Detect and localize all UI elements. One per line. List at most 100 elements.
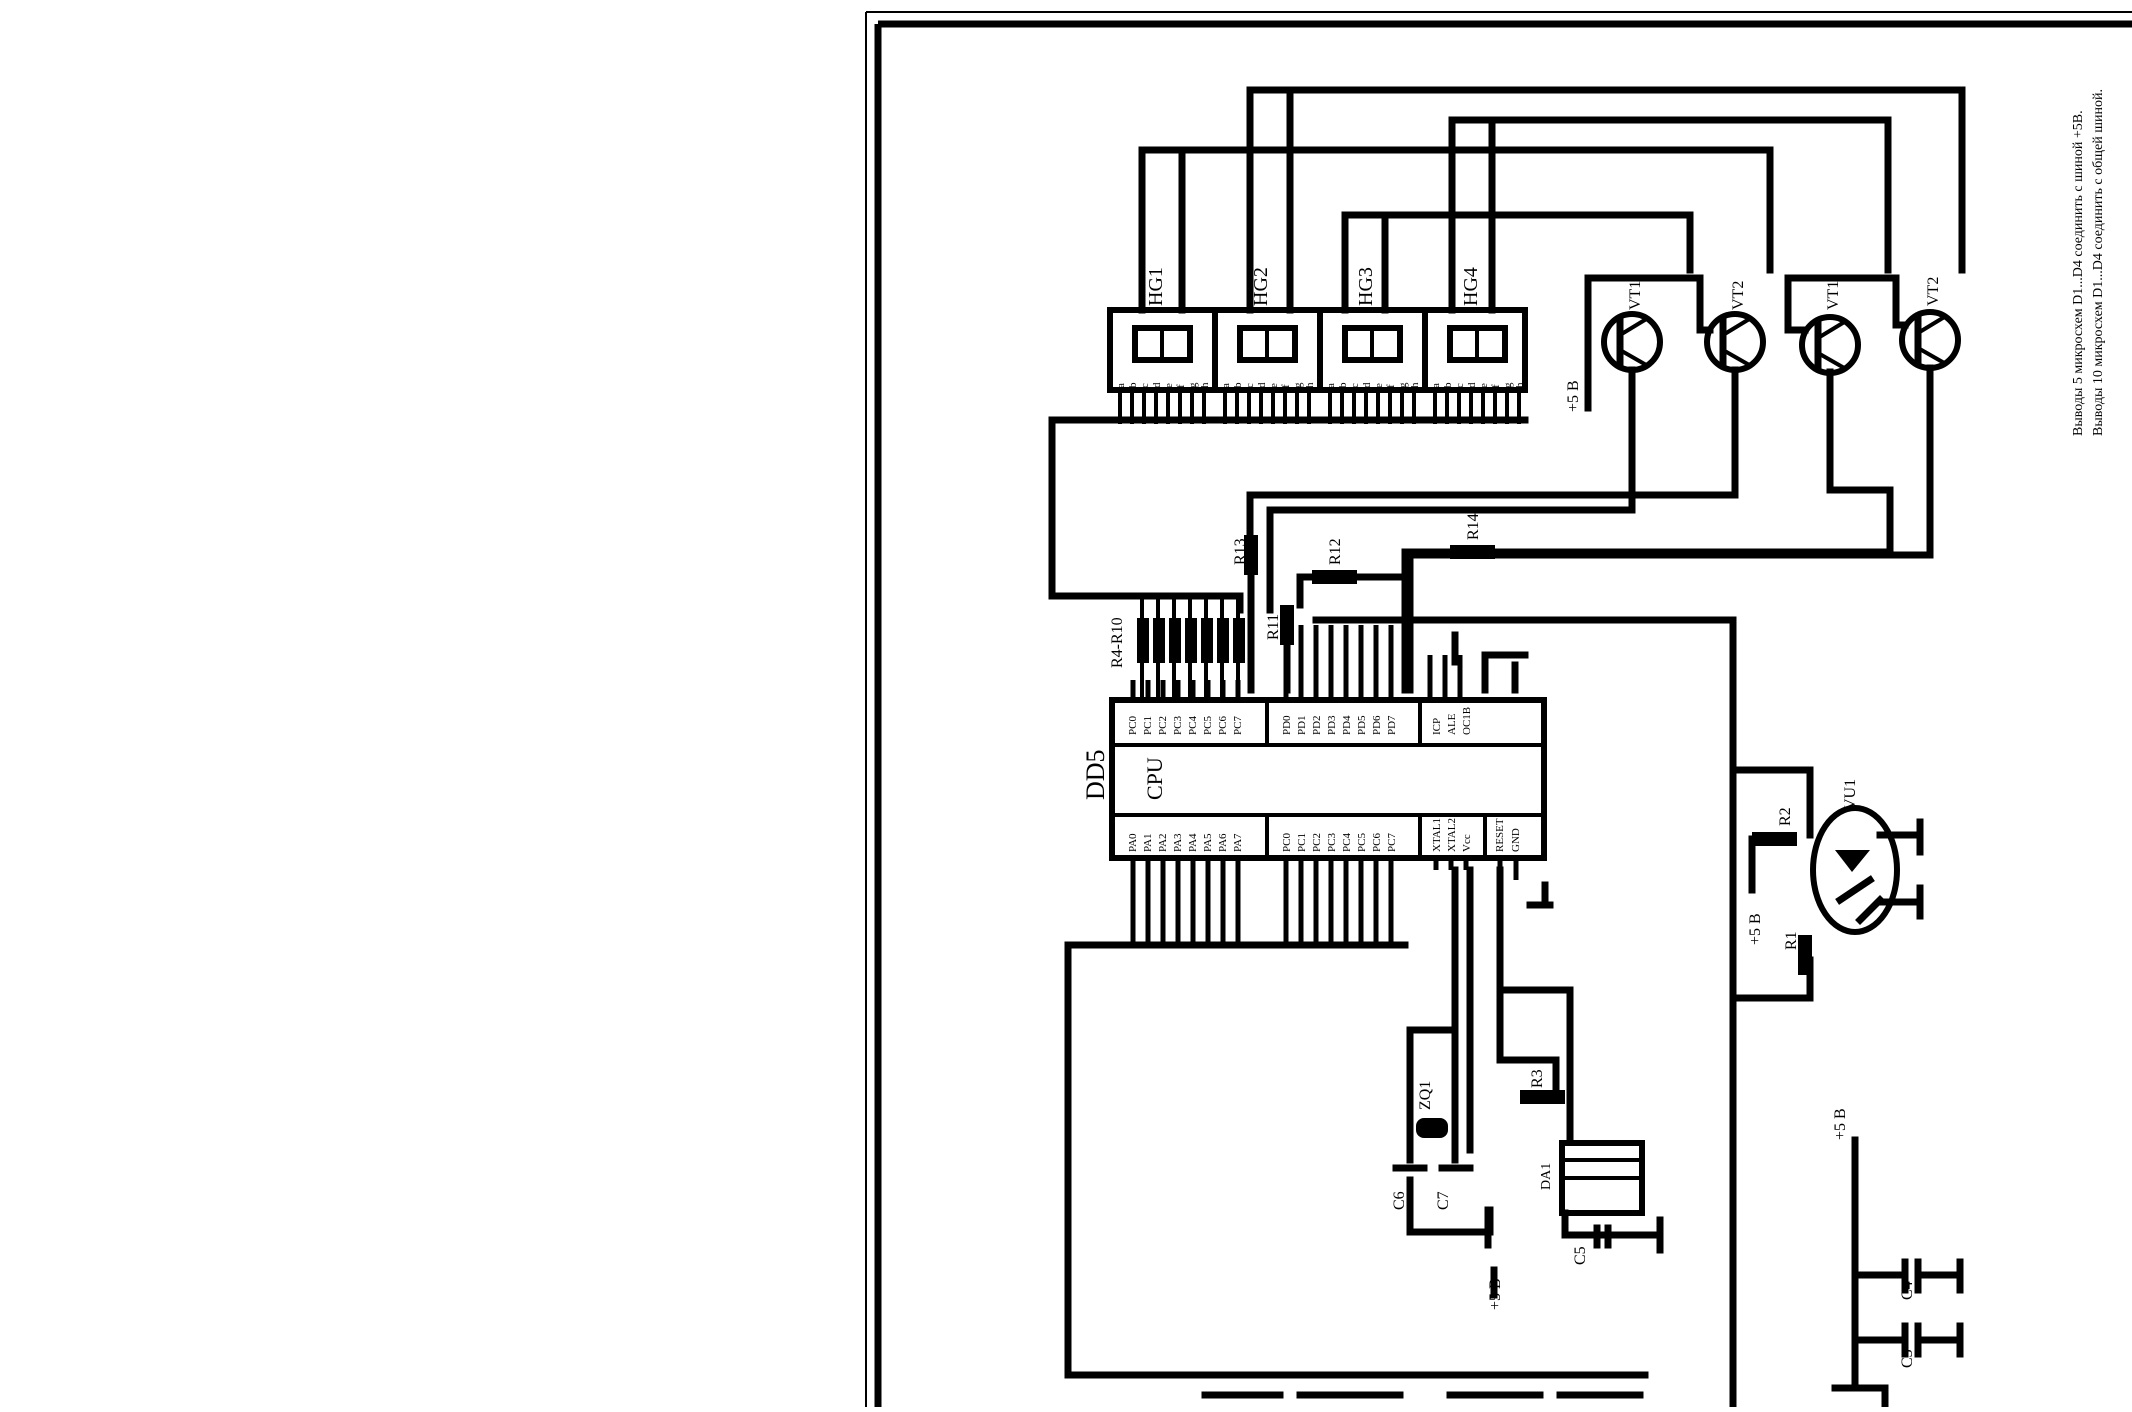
cpu-pin-label: PA4 xyxy=(1187,833,1199,852)
segment-letter: h xyxy=(1514,382,1526,388)
cpu-pin-label: PD3 xyxy=(1326,715,1338,735)
resistor-r11-label: R11 xyxy=(1265,614,1282,640)
resistor-r14 xyxy=(1450,545,1495,559)
segment-letter: e xyxy=(1268,383,1280,388)
segment-letter: d xyxy=(1256,382,1268,388)
resistor-array-element xyxy=(1169,618,1181,663)
cpu-pin-label: PA3 xyxy=(1172,833,1184,852)
segment-letter: c xyxy=(1139,383,1151,388)
segment-letter: a xyxy=(1325,383,1337,388)
cpu-pin-label: PC2 xyxy=(1157,716,1169,735)
cpu-pin-label: PD4 xyxy=(1341,715,1353,735)
cpu-pin-label: OC1B xyxy=(1461,707,1473,735)
crystal-section: ZQ1 C6 C7 +5 В xyxy=(1391,866,1560,1310)
power-caps-section: +5 В C4 C3 xyxy=(1831,1108,1964,1411)
resistor-r3-label: R3 xyxy=(1529,1069,1546,1088)
optocoupler-section: VU1 R2 R1 +5 В xyxy=(1731,766,1924,1002)
segment-letter: a xyxy=(1220,383,1232,388)
cpu-pin-label: Vcc xyxy=(1461,834,1473,852)
segment-letter: g xyxy=(1187,382,1199,388)
plus5v-opto-label: +5 В xyxy=(1747,913,1764,945)
cpu-pin-label: PA7 xyxy=(1232,833,1244,852)
segment-letter: f xyxy=(1385,384,1397,388)
resistor-array-element xyxy=(1217,618,1229,663)
cpu-pin-label: PD5 xyxy=(1356,715,1368,735)
resistor-r2 xyxy=(1752,832,1797,846)
segment-letter: a xyxy=(1430,383,1442,388)
cpu-pin-label: PC0 xyxy=(1127,716,1139,735)
transistor-label: VT2 xyxy=(1925,277,1942,306)
plus5v-power-label: +5 В xyxy=(1832,1108,1849,1140)
cpu-pin-label: XTAL1 xyxy=(1431,818,1443,852)
optocoupler-label: VU1 xyxy=(1842,779,1859,810)
cpu-pin-label: PD0 xyxy=(1281,715,1293,735)
resistor-r13-label: R13 xyxy=(1232,538,1249,565)
transistor-label: VT1 xyxy=(1825,281,1842,310)
cpu-pin-label: PC5 xyxy=(1356,833,1368,852)
cpu-pin-label: PC5 xyxy=(1202,716,1214,735)
segment-letter: f xyxy=(1175,384,1187,388)
notes: Выводы 5 микросхем D1...D4 соединить с ш… xyxy=(2071,89,2106,436)
display-label: HG4 xyxy=(1460,267,1482,306)
transistors: VT1 VT2 VT1 VT2 xyxy=(1246,274,1961,614)
segment-letter: b xyxy=(1232,382,1244,388)
cpu-pin-label: PC1 xyxy=(1142,716,1154,735)
cpu-pin-label: RESET xyxy=(1494,818,1506,852)
segment-letter: e xyxy=(1163,383,1175,388)
chip-da1-label: DA1 xyxy=(1539,1163,1554,1190)
cpu-pin-label: PC4 xyxy=(1341,833,1353,852)
cpu-pin-label: PD2 xyxy=(1311,715,1323,735)
resistor-array-element xyxy=(1137,618,1149,663)
drawing-frame xyxy=(865,11,2132,1407)
cpu-pin-label: PD7 xyxy=(1386,715,1398,735)
cpu-pin-label: PC7 xyxy=(1232,716,1244,735)
resistor-r2-label: R2 xyxy=(1777,807,1794,826)
cpu-pin-label: PA2 xyxy=(1157,833,1169,852)
cpu-pin-label: GND xyxy=(1510,828,1522,852)
cpu-pin-label: PA1 xyxy=(1142,833,1154,852)
resistor-r3 xyxy=(1520,1090,1565,1104)
segment-letter: b xyxy=(1337,382,1349,388)
resistor-r1-label: R1 xyxy=(1783,931,1800,950)
segment-letter: d xyxy=(1466,382,1478,388)
cpu-ref-label: DD5 xyxy=(1081,749,1110,800)
cpu-pin-label: PC4 xyxy=(1187,716,1199,735)
cpu-pin-label: ICP xyxy=(1431,718,1443,735)
transistor-label: VT1 xyxy=(1627,281,1644,310)
segment-letter: b xyxy=(1442,382,1454,388)
crystal-zq1 xyxy=(1416,1118,1448,1138)
cpu-pin-label: PC1 xyxy=(1296,833,1308,852)
resistor-r12 xyxy=(1312,570,1357,584)
cpu-pin-label: PA0 xyxy=(1127,833,1139,852)
cpu-pin-label: PC6 xyxy=(1217,716,1229,735)
cpu-pin-label: PC7 xyxy=(1386,833,1398,852)
capacitor-c3-label: C3 xyxy=(1899,1349,1916,1368)
display-hg3: HG3 xyxy=(1317,267,1428,393)
cpu-pin-label: PC3 xyxy=(1172,716,1184,735)
cpu-pin-label: XTAL2 xyxy=(1446,818,1458,852)
note-1: Выводы 5 микросхем D1...D4 соединить с ш… xyxy=(2071,110,2086,436)
segment-letter: g xyxy=(1397,382,1409,388)
display-hg4: HG4 xyxy=(1422,267,1528,393)
resistor-array-element xyxy=(1233,618,1245,663)
transistor-vt2-a: VT2 xyxy=(1704,281,1766,373)
resistor-array-element xyxy=(1153,618,1165,663)
segment-letter: g xyxy=(1292,382,1304,388)
segment-letter: e xyxy=(1478,383,1490,388)
display-hg1: HG1 xyxy=(1107,267,1218,393)
reset-section: R3 DA1 C5 xyxy=(1496,866,1664,1265)
plus5v-transistors-label: +5 В xyxy=(1565,380,1582,412)
cpu-pin-label: PA6 xyxy=(1217,833,1229,852)
display-label: HG3 xyxy=(1355,267,1377,306)
resistor-r14-label: R14 xyxy=(1465,513,1482,540)
transistor-vt1-b: VT1 xyxy=(1799,281,1861,376)
cpu-pin-label: PC0 xyxy=(1281,833,1293,852)
capacitor-c7-label: C7 xyxy=(1435,1191,1452,1210)
resistor-array-element xyxy=(1201,618,1213,663)
display-label: HG1 xyxy=(1145,267,1167,306)
resistor-r12-label: R12 xyxy=(1327,538,1344,565)
capacitor-c5-label: C5 xyxy=(1572,1246,1589,1265)
